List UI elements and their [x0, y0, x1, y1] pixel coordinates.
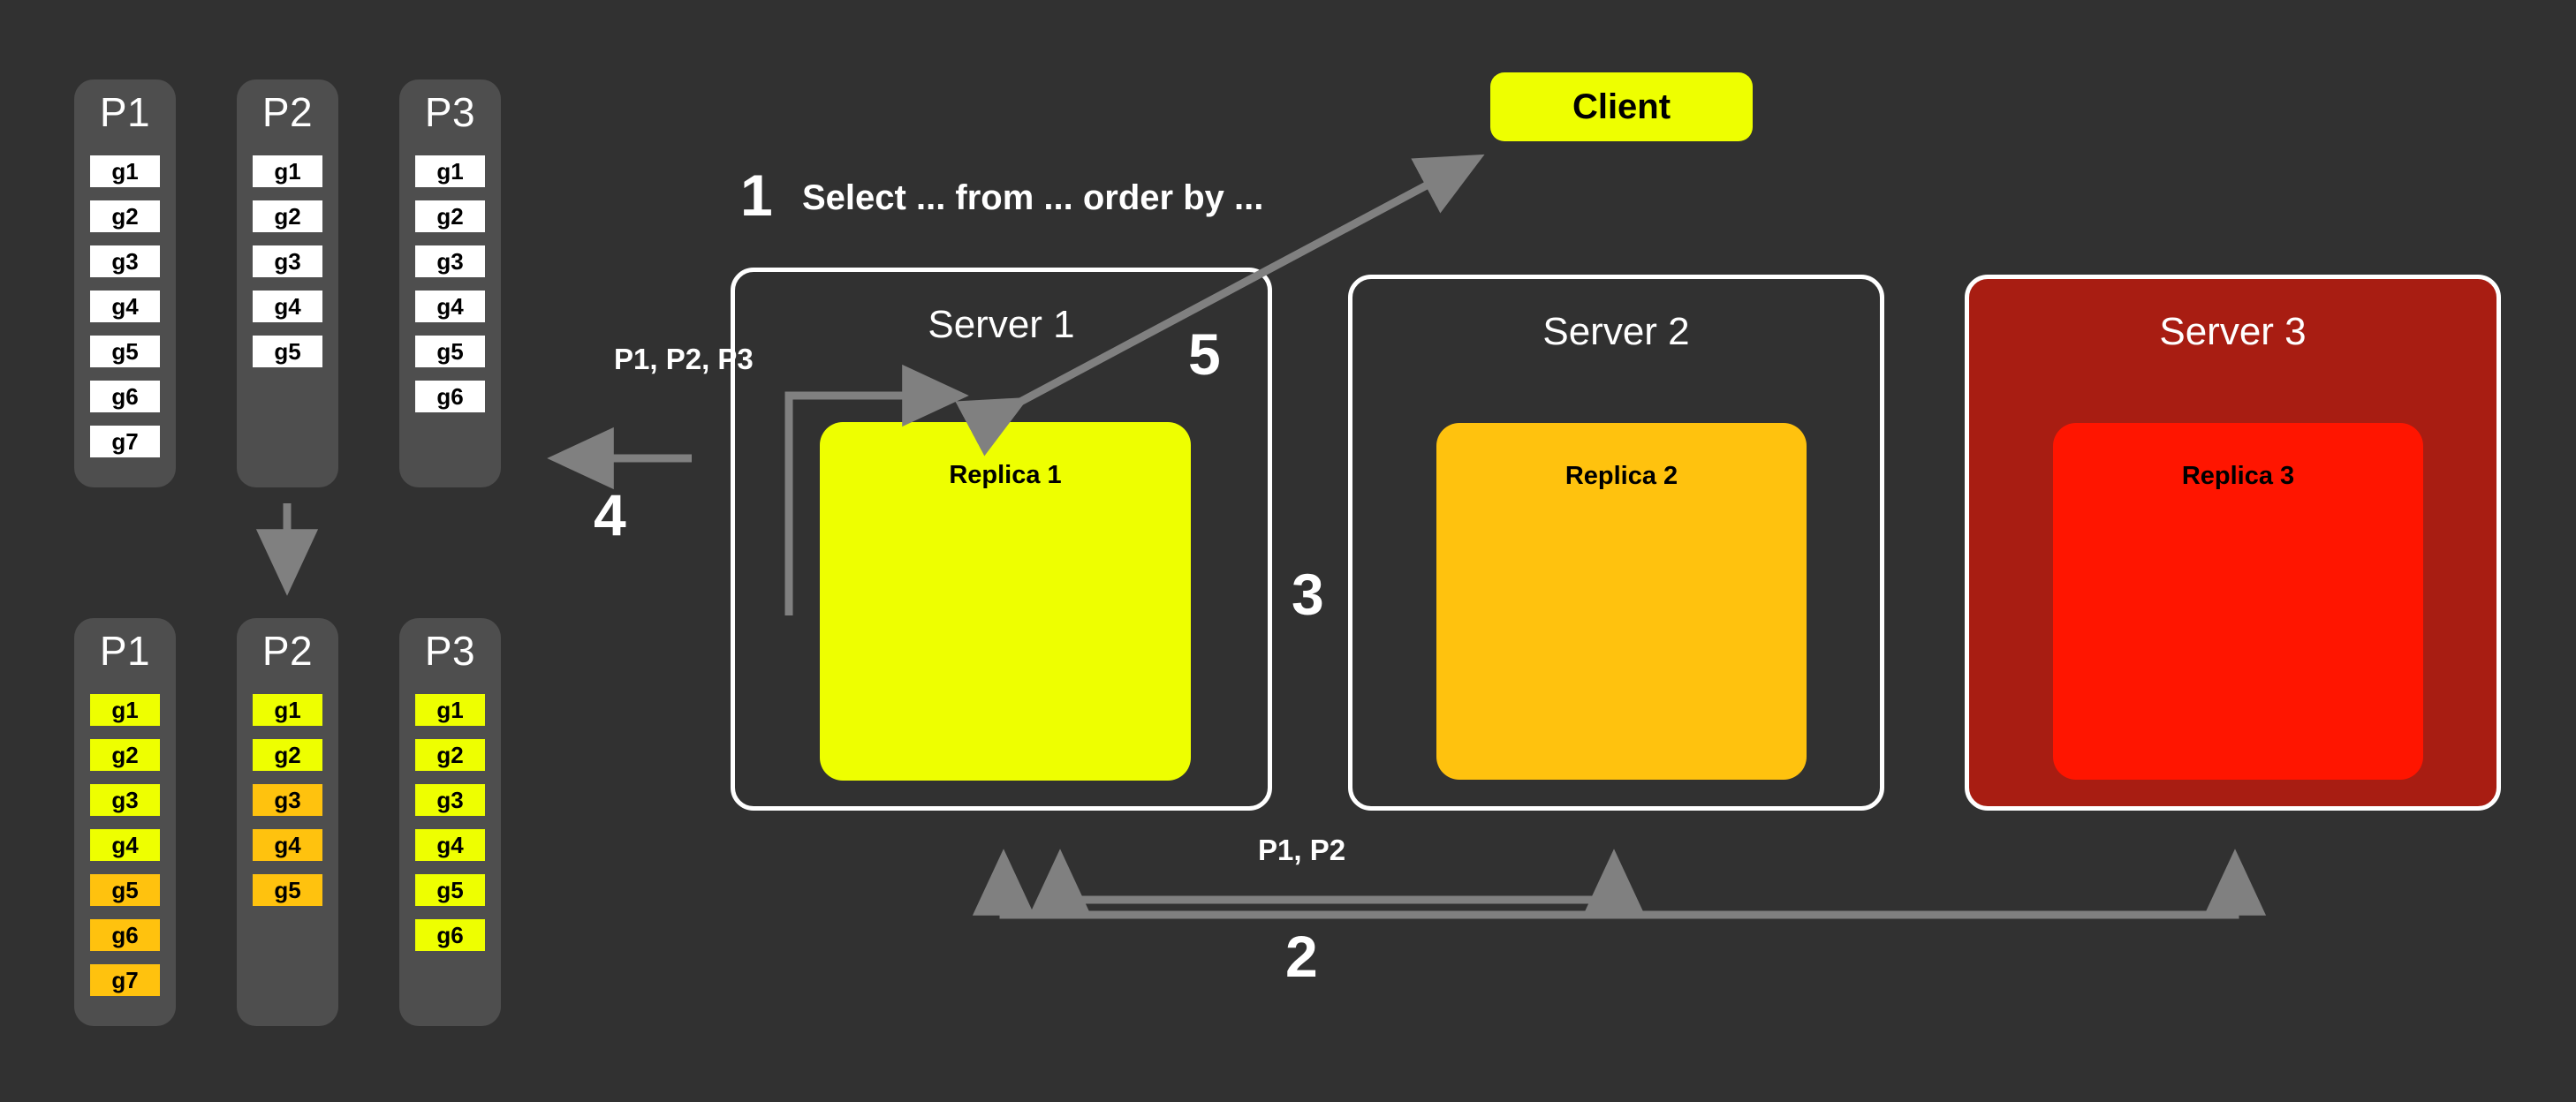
partition-cell: g2 [253, 200, 322, 232]
partition-cell: g3 [90, 784, 160, 816]
query-text: Select ... from ... order by ... [802, 178, 1264, 217]
partition-cell: g5 [253, 336, 322, 367]
partition-cell: g4 [253, 291, 322, 322]
partition-cell: g4 [253, 829, 322, 861]
partition-column-top-p3: P3 g1 g2 g3 g4 g5 g6 [399, 79, 501, 487]
partition-cell: g1 [90, 694, 160, 726]
partition-cell: g5 [90, 336, 160, 367]
server-title: Server 2 [1542, 310, 1690, 353]
partition-cell: g6 [90, 381, 160, 412]
partition-cell: g6 [90, 919, 160, 951]
step-label-3: 3 [1292, 562, 1324, 627]
server-2-box[interactable]: Server 2 Replica 2 [1348, 275, 1884, 811]
partition-cell: g3 [90, 245, 160, 277]
partition-cell: g3 [415, 245, 485, 277]
replica-2-box[interactable]: Replica 2 [1436, 423, 1807, 780]
replica-3-box[interactable]: Replica 3 [2053, 423, 2423, 780]
replica-1-box[interactable]: Replica 1 [820, 422, 1191, 781]
step-label-4: 4 [594, 482, 626, 547]
partition-cell: g2 [90, 739, 160, 771]
partition-title: P1 [99, 628, 151, 674]
partition-cell: g4 [90, 291, 160, 322]
partition-cell: g1 [415, 155, 485, 187]
partition-column-bottom-p3: P3 g1 g2 g3 g4 g5 g6 [399, 618, 501, 1026]
partition-title: P3 [424, 628, 476, 674]
label-partitions-all: P1, P2, P3 [614, 343, 754, 375]
partition-cell: g2 [415, 200, 485, 232]
partition-cell: g1 [253, 694, 322, 726]
step-label-1: 1 [740, 162, 773, 228]
partition-title: P2 [261, 628, 314, 674]
partition-cell: g5 [415, 336, 485, 367]
partition-cell: g5 [415, 874, 485, 906]
partition-cell: g2 [415, 739, 485, 771]
step-label-2: 2 [1285, 924, 1318, 989]
partition-cell: g4 [415, 829, 485, 861]
partition-cell: g4 [415, 291, 485, 322]
arrow-step-2-outer [972, 849, 2267, 919]
partition-title: P3 [424, 89, 476, 135]
partition-column-top-p1: P1 g1 g2 g3 g4 g5 g6 g7 [74, 79, 176, 487]
partition-title: P2 [261, 89, 314, 135]
partition-column-bottom-p2: P2 g1 g2 g3 g4 g5 [237, 618, 338, 1026]
partition-cell: g2 [253, 739, 322, 771]
client-box[interactable]: Client [1490, 72, 1753, 141]
partition-cell: g3 [253, 245, 322, 277]
partition-cell: g2 [90, 200, 160, 232]
partition-cell: g6 [415, 381, 485, 412]
partition-title: P1 [99, 89, 151, 135]
partition-column-top-p2: P2 g1 g2 g3 g4 g5 [237, 79, 338, 487]
partition-cell: g1 [90, 155, 160, 187]
partition-cell: g3 [253, 784, 322, 816]
partition-cell: g1 [415, 694, 485, 726]
partition-cell: g5 [253, 874, 322, 906]
partition-column-bottom-p1: P1 g1 g2 g3 g4 g5 g6 g7 [74, 618, 176, 1026]
partition-cell: g3 [415, 784, 485, 816]
partition-cell: g7 [90, 426, 160, 457]
step-label-5: 5 [1188, 321, 1221, 387]
partition-cell: g6 [415, 919, 485, 951]
partition-cell: g4 [90, 829, 160, 861]
partition-cell: g5 [90, 874, 160, 906]
server-3-box[interactable]: Server 3 Replica 3 [1965, 275, 2501, 811]
server-title: Server 3 [2159, 310, 2307, 353]
partition-cell: g1 [253, 155, 322, 187]
partition-cell: g7 [90, 964, 160, 996]
label-partitions-p1p2: P1, P2 [1258, 834, 1346, 866]
